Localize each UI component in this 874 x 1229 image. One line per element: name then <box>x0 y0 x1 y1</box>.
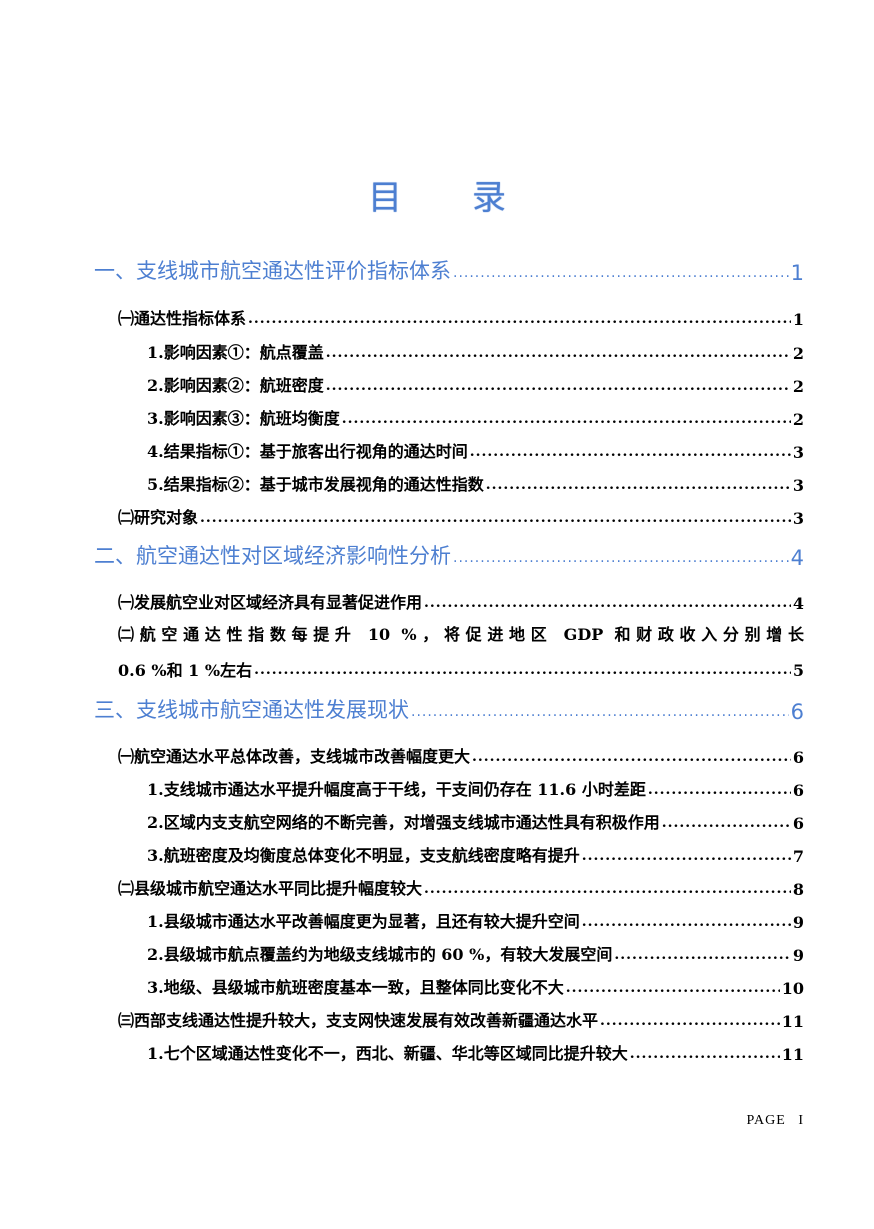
toc-leader-dots <box>582 914 791 932</box>
toc-entry-page: 3 <box>792 443 804 462</box>
toc-entry-page: 6 <box>790 700 804 724</box>
toc-entry-label-line-2: 0.6 %和 1 %左右 <box>118 661 253 680</box>
toc-entry-3-2-1[interactable]: 1.县级城市通达水平改善幅度更为显著，且还有较大提升空间 9 <box>147 908 804 932</box>
toc-entry-page: 6 <box>792 748 804 767</box>
toc-entry-label: ㈠发展航空业对区域经济具有显著促进作用 <box>118 593 423 612</box>
toc-leader-dots <box>453 550 789 570</box>
toc-entry-1-1-4[interactable]: 4.结果指标①：基于旅客出行视角的通达时间 3 <box>147 438 804 462</box>
toc-entry-label: 2.县级城市航点覆盖约为地级支线城市的 60 %，有较大发展空间 <box>147 945 613 964</box>
toc-leader-dots <box>470 444 791 462</box>
toc-entry-page: 5 <box>792 661 804 680</box>
footer-page-label: PAGE <box>746 1113 786 1128</box>
toc-entry-page: 1 <box>790 261 804 285</box>
toc-leader-dots <box>453 265 789 285</box>
toc-leader-dots <box>662 815 791 833</box>
toc-entry-page: 7 <box>792 847 804 866</box>
toc-entry-label: 2.区域内支支航空网络的不断完善，对增强支线城市通达性具有积极作用 <box>147 813 660 832</box>
toc-entry-page: 9 <box>792 946 804 965</box>
toc-entry-page: 3 <box>792 476 804 495</box>
page-footer: PAGE I <box>747 1113 804 1129</box>
toc-entry-3-1-2[interactable]: 2.区域内支支航空网络的不断完善，对增强支线城市通达性具有积极作用 6 <box>147 809 804 833</box>
toc-leader-dots <box>342 411 791 429</box>
toc-leader-dots <box>200 510 791 528</box>
toc-entry-label-line-1: ㈡航空通达性指数每提升 10 %，将促进地区 GDP 和财政收入分别增长 <box>118 625 804 644</box>
toc-leader-dots <box>630 1046 780 1064</box>
toc-entry-1-1-3[interactable]: 3.影响因素③：航班均衡度 2 <box>147 405 804 429</box>
toc-leader-dots <box>582 848 791 866</box>
toc-entry-label: 一、支线城市航空通达性评价指标体系 <box>94 259 451 283</box>
toc-entry-label: 三、支线城市航空通达性发展现状 <box>94 698 409 722</box>
toc-leader-dots <box>411 704 789 724</box>
toc-entry-1-1-2[interactable]: 2.影响因素②：航班密度 2 <box>147 372 804 396</box>
toc-entry-page: 4 <box>792 594 804 613</box>
toc-entry-3-2[interactable]: ㈡县级城市航空通达水平同比提升幅度较大 8 <box>118 875 804 899</box>
toc-entry-label: ㈡研究对象 <box>118 508 199 527</box>
toc-entry-page: 11 <box>781 1045 804 1064</box>
toc-entry-label: 3.地级、县级城市航班密度基本一致，且整体同比变化不大 <box>147 978 564 997</box>
toc-entry-page: 11 <box>781 1012 804 1031</box>
toc-entry-1-1-1[interactable]: 1.影响因素①：航点覆盖 2 <box>147 339 804 363</box>
toc-entry-page: 2 <box>792 344 804 363</box>
toc-entry-2-2[interactable]: ㈡航空通达性指数每提升 10 %，将促进地区 GDP 和财政收入分别增长 0.6… <box>118 617 804 689</box>
toc-leader-dots <box>248 311 791 329</box>
toc-title-char-1: 目 <box>368 178 402 218</box>
toc-entry-label: 5.结果指标②：基于城市发展视角的通达性指数 <box>147 475 484 494</box>
toc-entry-3-2-2[interactable]: 2.县级城市航点覆盖约为地级支线城市的 60 %，有较大发展空间 9 <box>147 941 804 965</box>
toc-leader-dots <box>326 345 791 363</box>
toc-entry-3-1-3[interactable]: 3.航班密度及均衡度总体变化不明显，支支航线密度略有提升 7 <box>147 842 804 866</box>
toc-entry-label: ㈠通达性指标体系 <box>118 309 247 328</box>
toc-leader-dots <box>254 652 791 690</box>
toc-entry-page: 2 <box>792 377 804 396</box>
toc-entry-section-3[interactable]: 三、支线城市航空通达性发展现状 6 <box>94 694 804 724</box>
toc-entry-page: 6 <box>792 781 804 800</box>
toc-entry-page: 10 <box>781 979 804 998</box>
toc-entry-label: 1.县级城市通达水平改善幅度更为显著，且还有较大提升空间 <box>147 912 580 931</box>
toc-entry-1-1[interactable]: ㈠通达性指标体系 1 <box>118 305 804 329</box>
toc-entry-label: ㈢西部支线通达性提升较大，支支网快速发展有效改善新疆通达水平 <box>118 1011 599 1030</box>
toc-entry-3-1[interactable]: ㈠航空通达水平总体改善，支线城市改善幅度更大 6 <box>118 743 804 767</box>
toc-entry-section-1[interactable]: 一、支线城市航空通达性评价指标体系 1 <box>94 255 804 285</box>
toc-entry-3-3[interactable]: ㈢西部支线通达性提升较大，支支网快速发展有效改善新疆通达水平 11 <box>118 1007 804 1031</box>
toc-leader-dots <box>600 1013 780 1031</box>
toc-entry-label: 1.影响因素①：航点覆盖 <box>147 343 324 362</box>
toc-entry-label: 2.影响因素②：航班密度 <box>147 376 324 395</box>
toc-entry-label: 1.支线城市通达水平提升幅度高于干线，干支间仍存在 11.6 小时差距 <box>147 780 646 799</box>
toc-entry-page: 2 <box>792 410 804 429</box>
toc-leader-dots <box>486 477 791 495</box>
toc-leader-dots <box>614 947 791 965</box>
toc-leader-dots <box>326 378 791 396</box>
toc-entry-1-1-5[interactable]: 5.结果指标②：基于城市发展视角的通达性指数 3 <box>147 471 804 495</box>
toc-entry-label: ㈡县级城市航空通达水平同比提升幅度较大 <box>118 879 423 898</box>
toc-entry-label: ㈠航空通达水平总体改善，支线城市改善幅度更大 <box>118 747 471 766</box>
toc-entry-label: 4.结果指标①：基于旅客出行视角的通达时间 <box>147 442 468 461</box>
toc-entry-section-2[interactable]: 二、航空通达性对区域经济影响性分析 4 <box>94 540 804 570</box>
toc-entry-page: 4 <box>790 546 804 570</box>
toc-entry-page: 3 <box>792 509 804 528</box>
toc-entry-1-2[interactable]: ㈡研究对象 3 <box>118 504 804 528</box>
toc-entry-label: 3.影响因素③：航班均衡度 <box>147 409 340 428</box>
toc-leader-dots <box>648 782 791 800</box>
toc-entry-page: 6 <box>792 814 804 833</box>
toc-entry-label: 二、航空通达性对区域经济影响性分析 <box>94 544 451 568</box>
footer-page-number: I <box>798 1113 804 1128</box>
toc-entry-page: 9 <box>792 913 804 932</box>
toc-leader-dots <box>566 980 780 998</box>
toc-leader-dots <box>424 595 791 613</box>
toc-entry-3-1-1[interactable]: 1.支线城市通达水平提升幅度高于干线，干支间仍存在 11.6 小时差距 6 <box>147 776 804 800</box>
toc-entry-2-2-line-2: 0.6 %和 1 %左右 5 <box>118 653 804 689</box>
toc-title-char-2: 录 <box>472 178 506 218</box>
toc-title: 目 录 <box>0 170 874 219</box>
toc-entry-page: 8 <box>792 880 804 899</box>
toc-entry-label: 1.七个区域通达性变化不一，西北、新疆、华北等区域同比提升较大 <box>147 1044 628 1063</box>
toc-entry-2-1[interactable]: ㈠发展航空业对区域经济具有显著促进作用 4 <box>118 589 804 613</box>
toc-entry-3-3-1[interactable]: 1.七个区域通达性变化不一，西北、新疆、华北等区域同比提升较大 11 <box>147 1040 804 1064</box>
toc-entry-label: 3.航班密度及均衡度总体变化不明显，支支航线密度略有提升 <box>147 846 580 865</box>
toc-entry-page: 1 <box>792 310 804 329</box>
toc-leader-dots <box>472 749 791 767</box>
toc-entry-3-2-3[interactable]: 3.地级、县级城市航班密度基本一致，且整体同比变化不大 10 <box>147 974 804 998</box>
toc-leader-dots <box>424 881 791 899</box>
